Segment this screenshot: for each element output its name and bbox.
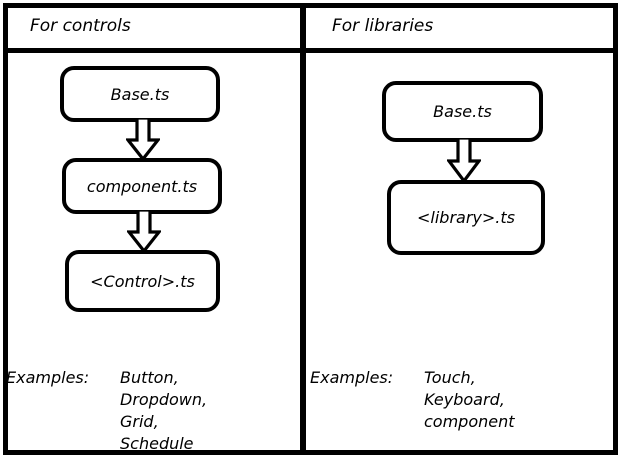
node-base-ts-controls: Base.ts [60, 66, 220, 122]
arrow-component-to-control-icon [127, 210, 161, 254]
examples-item: Touch, [424, 368, 476, 387]
header-row-divider [3, 48, 618, 53]
examples-item: component [424, 412, 515, 431]
node-base-ts-libraries: Base.ts [382, 81, 543, 142]
node-library-ts: <library>.ts [387, 180, 545, 255]
examples-item: Grid, [120, 412, 159, 431]
examples-list-controls: Button, Dropdown, Grid, Schedule [120, 367, 207, 455]
examples-item: Schedule [120, 434, 194, 453]
node-control-ts: <Control>.ts [65, 250, 220, 312]
examples-item: Button, [120, 368, 179, 387]
examples-label-libraries: Examples: [310, 368, 394, 387]
examples-item: Keyboard, [424, 390, 505, 409]
column-header-libraries: For libraries [332, 16, 434, 36]
node-component-ts: component.ts [62, 158, 222, 214]
examples-label-controls: Examples: [6, 368, 90, 387]
arrow-base-to-library-icon [447, 138, 481, 184]
examples-item: Dropdown, [120, 390, 208, 409]
arrow-base-to-component-icon [126, 118, 160, 162]
column-header-controls: For controls [30, 16, 131, 36]
column-divider [300, 3, 306, 455]
examples-list-libraries: Touch, Keyboard, component [424, 367, 515, 433]
